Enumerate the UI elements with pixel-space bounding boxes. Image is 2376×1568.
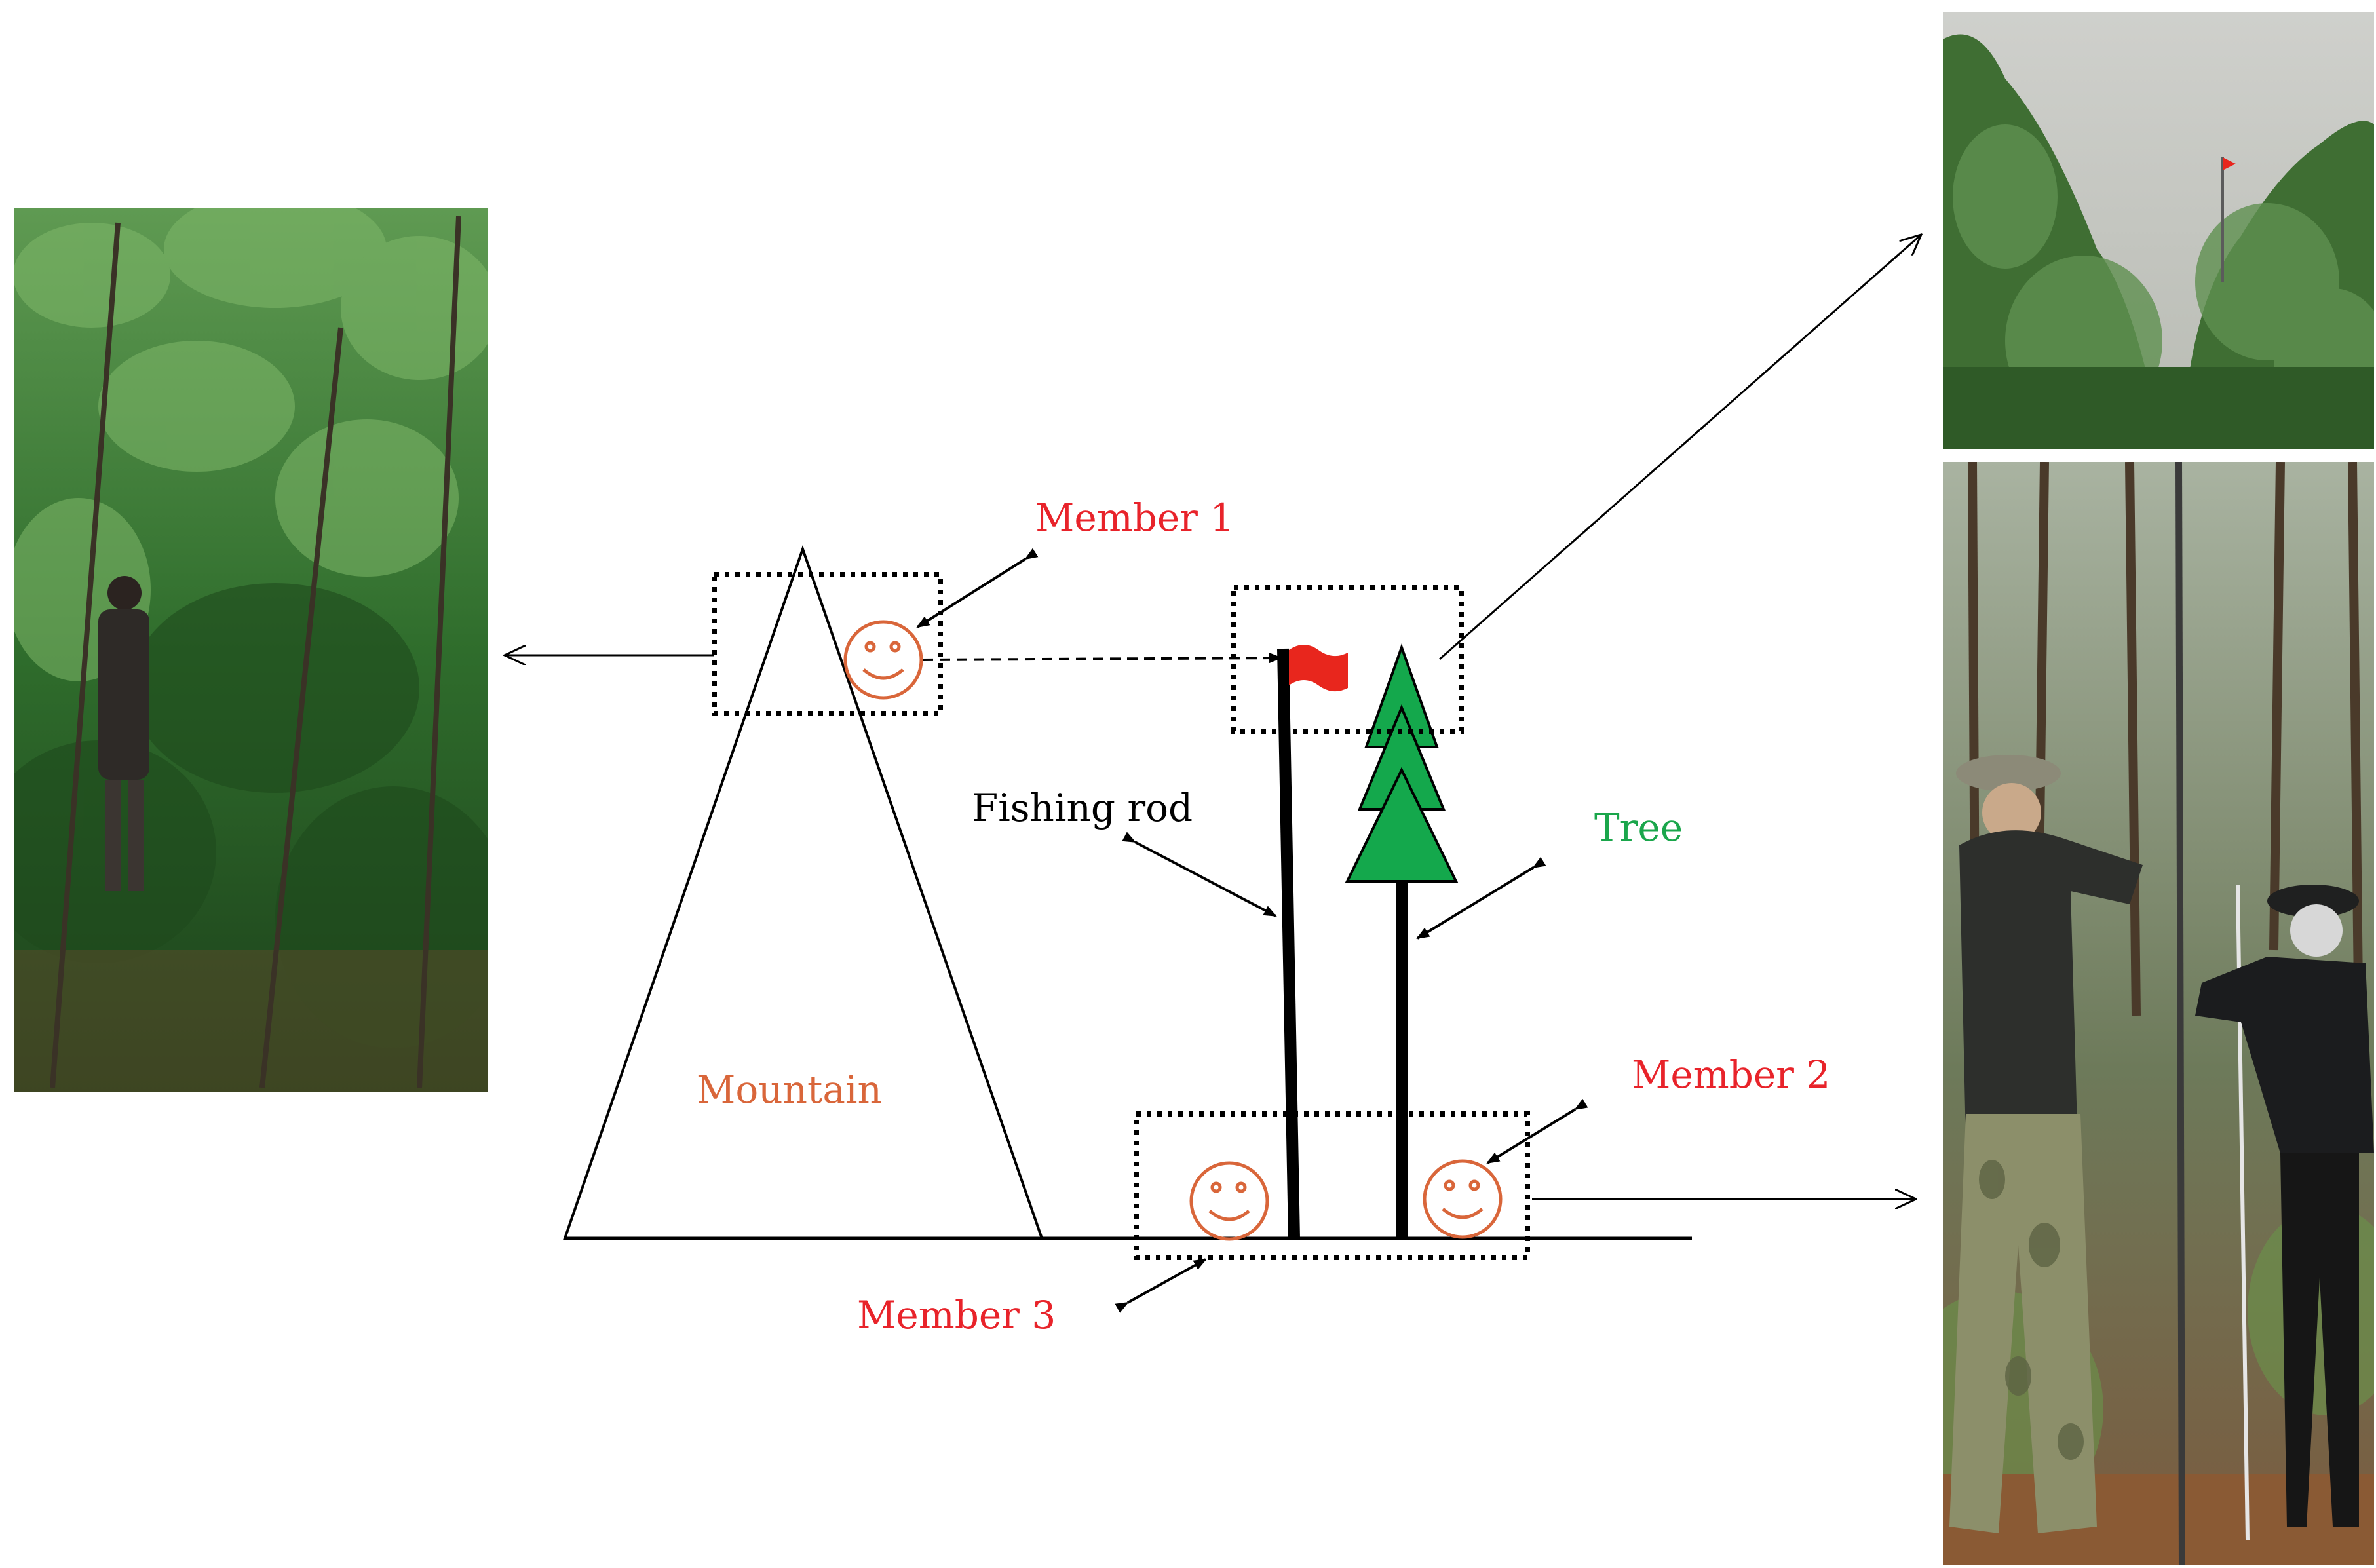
measuring-pole <box>2175 462 2185 1565</box>
member1-smiley-icon <box>843 620 923 700</box>
person-on-mountain <box>98 576 149 891</box>
tree-label: Tree <box>1594 805 1683 850</box>
member2-smiley-icon <box>1423 1159 1503 1239</box>
arrow-to-right-top-photo <box>1439 235 1921 660</box>
photo-left <box>14 208 488 1092</box>
photo-right-bottom <box>1943 462 2374 1565</box>
fishing-rod-pointer <box>1122 832 1277 917</box>
member3-pointer <box>1115 1258 1207 1313</box>
tree-pointer <box>1416 856 1546 940</box>
member3-label: Member 3 <box>857 1293 1056 1337</box>
member1-dotted-box <box>712 572 943 716</box>
flag-photo-icon <box>2221 157 2236 282</box>
fishing-rod-label: Fishing rod <box>972 786 1193 830</box>
sight-line-dashed <box>922 653 1282 664</box>
flag-tree-dotted-box <box>1231 585 1464 734</box>
member2-label: Member 2 <box>1632 1052 1830 1097</box>
person-left <box>1949 755 2143 1533</box>
member3-smiley-icon <box>1189 1161 1269 1241</box>
member2-pointer <box>1486 1098 1588 1164</box>
mountain-shape <box>563 545 1044 1240</box>
flag-icon <box>1289 645 1348 692</box>
tree-icon <box>1345 643 1459 1238</box>
person-right <box>2195 885 2374 1527</box>
fishing-rod <box>1277 648 1300 1239</box>
photo-right-top <box>1943 12 2374 449</box>
member1-label: Member 1 <box>1035 495 1234 540</box>
mountain-label: Mountain <box>697 1067 882 1112</box>
ground-members-dotted-box <box>1134 1111 1530 1260</box>
member1-pointer <box>916 548 1039 628</box>
